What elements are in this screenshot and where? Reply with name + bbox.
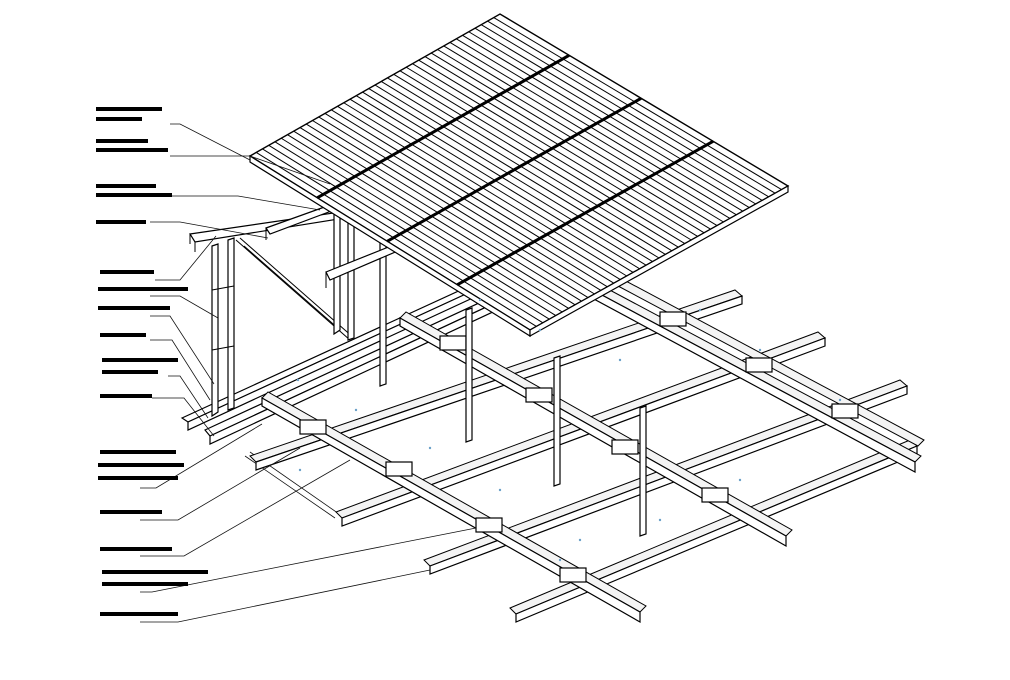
screw-marker	[658, 518, 662, 522]
screw-marker	[698, 308, 702, 312]
deck-rib	[262, 148, 544, 324]
deck-purlins	[316, 53, 714, 287]
deck-rib	[268, 144, 550, 320]
deck-rib	[330, 109, 615, 284]
callout-13	[100, 547, 172, 551]
deck-rib	[455, 38, 744, 212]
grid-connectors	[299, 311, 859, 583]
deck-rib	[374, 84, 660, 259]
deck-rib	[280, 137, 563, 313]
callout-12	[100, 510, 162, 514]
deck-rib	[337, 105, 621, 281]
deck-rib	[362, 91, 647, 266]
wall-frame-bracing	[189, 204, 401, 418]
deck-rib	[380, 81, 666, 255]
deck-rib	[493, 17, 782, 191]
callout-15	[100, 612, 178, 616]
deck-rib	[318, 116, 602, 291]
callout-2	[96, 139, 168, 152]
deck-rib	[474, 27, 763, 201]
callout-3	[96, 184, 172, 197]
deck-ribs	[255, 17, 782, 327]
deck-rib	[312, 120, 595, 295]
screw-markers	[296, 298, 842, 562]
deck-rib	[324, 112, 608, 288]
deck-rib	[393, 73, 679, 248]
screw-marker	[296, 378, 300, 382]
deck-rib	[430, 52, 718, 227]
callout-10	[100, 394, 152, 398]
screw-marker	[738, 478, 742, 482]
deck-purlin	[456, 139, 714, 287]
screw-marker	[578, 538, 582, 542]
screw-marker	[758, 348, 762, 352]
deck-rib	[449, 41, 737, 216]
deck-purlin	[316, 53, 570, 200]
callout-labels	[96, 107, 208, 616]
roof-deck-panel	[248, 13, 790, 338]
callout-14	[102, 570, 208, 586]
deck-rib	[305, 123, 589, 299]
screw-marker	[558, 558, 562, 562]
deck-rib	[299, 127, 582, 302]
deck-rib	[399, 70, 686, 245]
main-runners	[261, 255, 925, 624]
deck-rib	[487, 20, 776, 194]
deck-rib	[418, 59, 705, 234]
deck-rib	[343, 102, 628, 277]
callout-11	[98, 450, 184, 480]
screw-marker	[498, 488, 502, 492]
deck-rib	[287, 134, 569, 309]
screw-marker	[298, 468, 302, 472]
screw-marker	[478, 298, 482, 302]
deck-rib	[387, 77, 673, 252]
deck-rib	[462, 34, 750, 209]
deck-rib	[349, 98, 634, 273]
screw-marker	[354, 408, 358, 412]
deck-rib	[443, 45, 731, 219]
callout-leaders	[140, 123, 477, 623]
callout-1	[96, 107, 162, 121]
screw-marker	[838, 398, 842, 402]
screw-marker	[538, 328, 542, 332]
deck-rib	[480, 24, 769, 198]
deck-rib	[405, 66, 692, 241]
deck-rib	[437, 49, 724, 223]
deck-rib	[274, 141, 557, 317]
deck-rib	[255, 152, 537, 327]
callout-5	[100, 270, 154, 274]
deck-rib	[293, 130, 576, 306]
screw-marker	[618, 358, 622, 362]
callout-7	[98, 306, 170, 310]
deck-rib	[424, 56, 711, 230]
deck-rib	[412, 63, 698, 237]
hanger-rods	[465, 307, 647, 537]
deck-rib	[355, 95, 640, 270]
deck-rib	[368, 88, 653, 263]
screw-marker	[428, 446, 432, 450]
callout-9	[102, 358, 178, 374]
deck-rib	[468, 31, 757, 205]
deck-purlin	[386, 96, 642, 243]
callout-6	[98, 287, 188, 291]
callout-8	[100, 333, 146, 337]
callout-4	[96, 220, 146, 224]
